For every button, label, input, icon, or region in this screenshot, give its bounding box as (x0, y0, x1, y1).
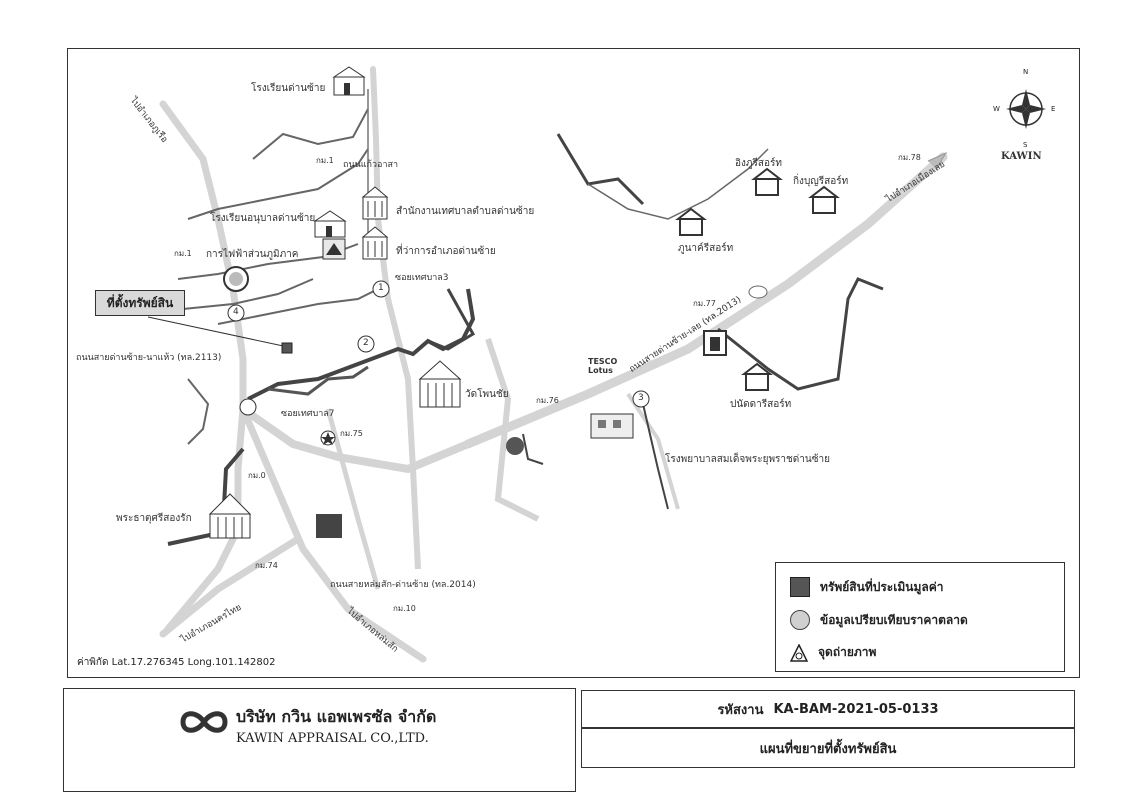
job-code-label: รหัสงาน (717, 702, 764, 718)
coordinates: ค่าพิกัด Lat.17.276345 Long.101.142802 (77, 657, 276, 668)
label-soi-tesaban7: ซอยเทศบาล7 (281, 409, 335, 419)
shop-icon (703, 330, 727, 356)
document-title: แผนที่ขยายที่ตั้งทรัพย์สิน (581, 728, 1075, 768)
photo-point-1 (372, 280, 390, 298)
resort-icon-panat (741, 362, 773, 391)
footer-company-box (63, 688, 576, 792)
legend-item-comparison: ข้อมูลเปรียบเทียบราคาตลาด (790, 610, 968, 630)
label-road-lomsak: ถนนสายหล่มสัก-ด่านซ้าย (ทล.2014) (330, 580, 476, 590)
company-name-th: บริษัท กวิน แอพเพรซัล จำกัด (236, 707, 437, 726)
label-district-office: ที่ว่าการอำเภอด่านซ้าย (396, 246, 496, 257)
temple-icon (418, 360, 462, 408)
triangle-icon (790, 643, 808, 662)
road-phu-ruea (159, 100, 247, 413)
label-electricity: การไฟฟ้าส่วนภูมิภาค (206, 249, 299, 260)
highway-dansai-loei (463, 152, 948, 449)
km-marker: กม.74 (255, 561, 278, 570)
phra-that-icon (208, 493, 252, 539)
photo-point-2 (357, 335, 375, 353)
label-resort-kingboon: กิ่งบุญรีสอร์ท (793, 176, 849, 187)
compass-w: W (993, 105, 1000, 113)
municipality-icon (361, 186, 389, 220)
km-marker: กม.76 (536, 396, 559, 405)
label-wat-phon-chai: วัดโพนชัย (465, 389, 509, 400)
toyota-icon (748, 285, 768, 299)
km-marker: กม.1 (174, 249, 192, 258)
company-logo-icon (180, 711, 228, 733)
photo-point-3 (632, 390, 650, 408)
km-marker: กม.75 (340, 429, 363, 438)
main-road (239, 405, 472, 474)
compass-s: S (1023, 141, 1028, 149)
police-icon (322, 238, 346, 260)
road-kaew-asa (370, 66, 416, 472)
label-municipality-office: สำนักงานเทศบาลตำบลด่านซ้าย (396, 206, 535, 217)
label-resort-phunak: ภูนาค์รีสอร์ท (678, 243, 734, 254)
km-marker: กม.10 (393, 604, 416, 613)
school-icon (332, 66, 366, 96)
hospital-icon (590, 413, 634, 439)
label-hospital: โรงพยาบาลสมเด็จพระยุพราชด่านซ้าย (665, 454, 831, 465)
job-code-value: KA-BAM-2021-05-0133 (773, 701, 939, 717)
label-kindergarten: โรงเรียนอนุบาลด่านซ้าย (210, 213, 316, 224)
label-phra-that: พระธาตุศรีสองรัก (116, 513, 192, 524)
river (247, 288, 476, 401)
legend-label: ข้อมูลเปรียบเทียบราคาตลาด (820, 612, 968, 627)
label-resort-ing: อิงภูรีสอร์ท (735, 158, 782, 169)
label-school-dansai: โรงเรียนด่านซ้าย (251, 83, 326, 94)
compass-icon (1006, 89, 1046, 129)
map-canvas (147, 66, 1046, 663)
km-marker: กม.1 (316, 156, 334, 165)
square-icon (790, 577, 810, 597)
highway-dansai-loei-arrow (927, 151, 948, 170)
legend: ทรัพย์สินที่ประเมินมูลค่า ข้อมูลเปรียบเท… (775, 562, 1065, 672)
gas-station-icon (320, 430, 336, 446)
circle-icon (790, 610, 810, 630)
map-frame: โรงเรียนด่านซ้าย โรงเรียนอนุบาลด่านซ้าย … (67, 48, 1080, 678)
compass-n: N (1023, 68, 1029, 76)
district-office-icon (361, 226, 389, 260)
label-resort-panat: ปนัดดารีสอร์ท (730, 399, 792, 410)
resort-icon-kingboon (808, 185, 840, 214)
kindergarten-icon (313, 210, 347, 238)
job-code-box: รหัสงาน KA-BAM-2021-05-0133 (581, 690, 1075, 728)
legend-item-property: ทรัพย์สินที่ประเมินมูลค่า (790, 577, 944, 597)
property-marker (281, 342, 293, 354)
label-kaew-asa: ถนนแก้วอาสา (343, 160, 399, 170)
road-lomsak (239, 405, 427, 663)
electricity-icon (223, 266, 249, 292)
photo-point-number: 2 (363, 338, 369, 348)
km-marker: กม.77 (693, 299, 716, 308)
company-name-en: KAWIN APPRAISAL CO.,LTD. (236, 731, 429, 746)
resort-icon-phunak (675, 207, 707, 236)
photo-point-5 (239, 398, 257, 416)
road-nakhon-thai-2 (159, 535, 302, 638)
compass-e: E (1051, 105, 1056, 113)
photo-point-number: 3 (638, 393, 644, 403)
property-leader-line (147, 316, 289, 348)
label-road-dansai-nahaeo: ถนนสายด่านซ้าย-นาแห้ว (ทล.2113) (76, 353, 222, 363)
fuel-drop-icon (506, 437, 524, 455)
bank-icon (316, 514, 342, 538)
photo-point-4 (227, 304, 245, 322)
photo-point-number: 1 (378, 283, 384, 293)
property-location-label: ที่ตั้งทรัพย์สิน (95, 290, 185, 316)
label-tesco: TESCO Lotus (588, 357, 618, 375)
resort-icon-ing (751, 167, 783, 196)
km-marker: กม.78 (898, 153, 921, 162)
compass-brand: KAWIN (1001, 151, 1042, 162)
km-marker: กม.0 (248, 471, 266, 480)
legend-label: ทรัพย์สินที่ประเมินมูลค่า (820, 579, 944, 594)
legend-item-photo-point: จุดถ่ายภาพ (790, 643, 876, 662)
label-soi-tesaban3: ซอยเทศบาล3 (395, 273, 449, 283)
legend-label: จุดถ่ายภาพ (818, 645, 877, 659)
photo-point-number: 4 (233, 307, 239, 317)
